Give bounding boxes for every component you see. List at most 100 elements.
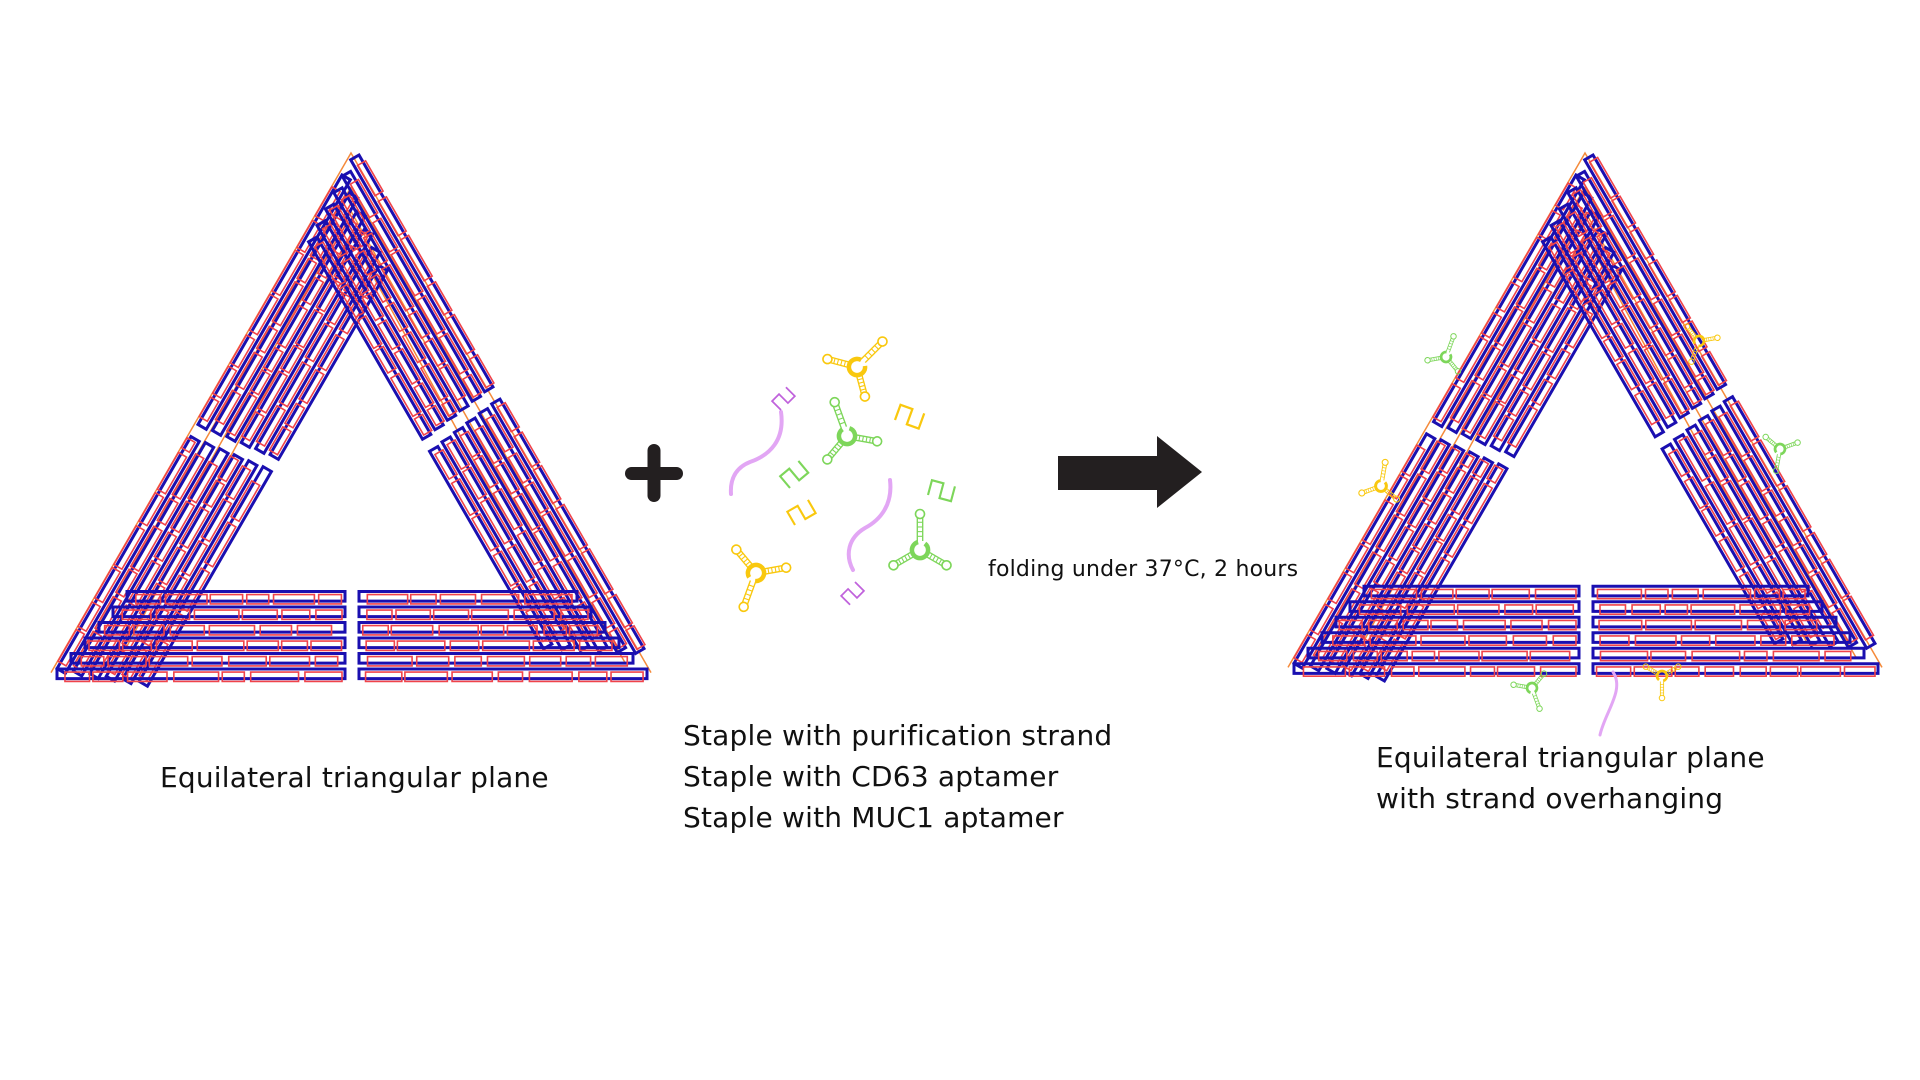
- aptamer-stem: [1533, 674, 1542, 683]
- staple-brick: [316, 333, 346, 372]
- scaffold-helix: [489, 397, 647, 656]
- staple-brick: [1604, 214, 1637, 260]
- staple-brick: [1582, 176, 1613, 219]
- aptamer-stem: [1690, 345, 1696, 360]
- staple-brick: [368, 273, 392, 304]
- staple-brick: [186, 460, 219, 504]
- staple-brick: [1352, 650, 1379, 662]
- staple-brick: [269, 655, 311, 667]
- staple-brick: [278, 360, 312, 408]
- staple-brick: [1672, 333, 1705, 378]
- staple-brick: [1645, 619, 1693, 631]
- aptamer-basepair: [743, 558, 749, 563]
- aptamer-basepair: [1389, 492, 1393, 497]
- staple-brick: [440, 399, 458, 418]
- staple-brick: [590, 596, 616, 630]
- aptamer-basepair: [1381, 473, 1385, 475]
- staple-brick: [249, 368, 272, 396]
- aptamer-loop: [1439, 350, 1453, 364]
- aptamer-basepair: [865, 436, 868, 443]
- staple-brick: [1769, 666, 1799, 677]
- aptamer-basepair: [1708, 337, 1710, 341]
- aptamer-stem: [1363, 485, 1375, 491]
- aptamer-basepair: [1449, 342, 1453, 345]
- aptamer-hairpin: [888, 559, 899, 571]
- aptamer-loop: [1655, 669, 1669, 683]
- staple-brick: [507, 451, 533, 485]
- staple-brick: [245, 593, 270, 605]
- staple-brick: [1554, 221, 1580, 255]
- aptamer-basepair: [1671, 668, 1674, 672]
- aptamer-basepair: [1435, 357, 1437, 361]
- staple-brick: [354, 249, 377, 277]
- aptamer-hairpin: [871, 436, 883, 447]
- cd63-aptamer-overhang: [1762, 433, 1801, 474]
- staple-brick: [1539, 666, 1577, 677]
- aptamer-basepair: [932, 555, 936, 561]
- staple-brick: [1751, 563, 1777, 595]
- staple-brick: [80, 655, 105, 667]
- staple-brick: [1469, 666, 1496, 677]
- muc1-binding-segment: [893, 403, 926, 431]
- staple-brick: [516, 529, 544, 566]
- aptamer-stem: [1693, 346, 1700, 361]
- aptamer-basepair: [1534, 697, 1538, 700]
- staple-brick: [1506, 388, 1530, 418]
- staple-brick: [1651, 326, 1675, 357]
- staple-brick: [451, 671, 494, 683]
- staple-brick: [610, 671, 644, 683]
- aptamer-hairpin: [731, 544, 742, 555]
- aptamer-stem: [830, 361, 848, 368]
- aptamer-basepair: [778, 566, 781, 572]
- staple-brick: [214, 389, 242, 426]
- aptamer-basepair: [1705, 337, 1708, 342]
- aptamer-stem: [1777, 454, 1782, 469]
- aptamer-basepair: [1769, 439, 1773, 443]
- muc1-aptamer-overhang: [1642, 663, 1682, 702]
- staple-brick: [256, 370, 289, 414]
- aptamer-stem: [764, 564, 783, 570]
- aptamer-stem: [832, 406, 843, 429]
- aptamer-hairpin: [1642, 663, 1650, 670]
- aptamer-basepair: [1693, 350, 1697, 353]
- aptamer-hairpin: [780, 562, 792, 573]
- staple-brick: [513, 609, 555, 621]
- staple-brick: [1547, 619, 1577, 631]
- staple-brick: [1628, 256, 1661, 301]
- staple-brick: [1634, 635, 1677, 646]
- aptamer-stem: [1445, 337, 1452, 352]
- staple-brick: [458, 430, 482, 459]
- staple-brick: [1694, 619, 1743, 631]
- staple-brick: [1683, 475, 1710, 510]
- aptamer-hairpin: [941, 559, 952, 571]
- staple-brick: [209, 593, 244, 605]
- aptamer-stem: [861, 374, 868, 393]
- staple-brick: [1593, 288, 1621, 326]
- staple-brick: [1444, 466, 1467, 495]
- staple-brick: [1434, 513, 1458, 543]
- staple-brick: [384, 301, 409, 333]
- scaffold-helix: [71, 440, 216, 679]
- aptamer-stem: [765, 570, 784, 575]
- scaffold-helix: [1697, 413, 1841, 649]
- aptamer-stem: [1429, 359, 1441, 362]
- staple-brick: [594, 655, 629, 667]
- staple-brick: [1580, 236, 1615, 284]
- staple-brick: [389, 372, 423, 418]
- aptamer-stem: [740, 550, 753, 565]
- staple-brick: [481, 640, 531, 652]
- staple-brick: [1777, 546, 1812, 594]
- aptamer-stem: [926, 556, 943, 567]
- aptamer-stem: [894, 551, 912, 562]
- aptamer-basepair: [929, 553, 933, 559]
- staple-brick: [248, 293, 280, 336]
- staple-brick: [1792, 603, 1820, 639]
- aptamer-basepair: [860, 388, 866, 391]
- staple-brick: [1454, 335, 1489, 384]
- cd63-aptamer-overhang: [1424, 333, 1462, 375]
- staple-brick: [513, 431, 541, 469]
- staple-brick: [365, 640, 396, 652]
- staple-brick: [1459, 452, 1476, 469]
- staple-brick: [1395, 571, 1424, 610]
